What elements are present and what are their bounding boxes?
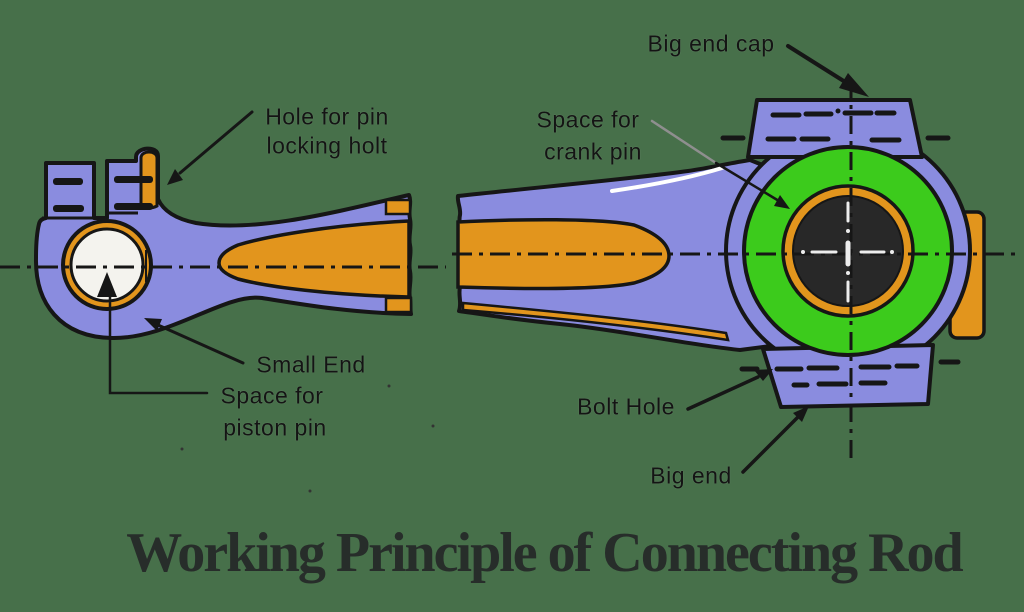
arrowhead-bolt-hole [754,369,773,381]
bottom-bolt-dashes [739,359,961,388]
cap-dot [835,108,841,114]
cap-bolt-dashes [720,110,951,143]
piston-pin-bore [69,227,145,303]
leader-piston-pin [108,284,209,395]
page-title: Working Principle of Connecting Rod [126,522,963,584]
label-hole-pin-line2: locking holt [266,132,388,159]
label-space-crank-line2: crank pin [544,138,642,165]
arrow-big-end-cap [786,44,852,87]
leader-crank-pin [714,161,781,203]
label-small-end: Small End [256,351,366,378]
specks [180,384,435,493]
arrowhead-big-end [793,406,809,422]
shank-taper-right [456,217,671,291]
prong-slots [53,176,153,212]
arrow-bolt-hole [686,375,760,411]
fillet-highlight [610,166,724,193]
shank-taper-left [217,219,411,299]
annotations [97,44,869,493]
break-band-top [384,198,412,216]
break-band-bottom [384,296,413,314]
leader-crank-pin-gray [650,119,718,165]
arrowhead-big-end-cap [839,73,869,97]
arrowhead-piston-pin [97,272,117,297]
label-bolt-hole: Bolt Hole [577,393,675,420]
label-big-end: Big end [650,462,732,489]
prong-junction-lines [42,211,138,220]
label-space-piston-line2: piston pin [223,414,327,441]
arrowhead-small-end [144,318,162,331]
label-big-end-cap: Big end cap [647,30,775,57]
arrowhead-crank-pin [774,195,790,209]
arrow-big-end [741,413,802,474]
small-end-view [0,146,446,341]
label-hole-pin-line1: Hole for pin [265,103,389,130]
big-end-view [452,80,1016,460]
label-space-piston-line1: Space for [220,382,324,409]
crank-crosshair [801,201,894,303]
arrowhead-hole-pin [167,169,183,185]
label-space-crank-line1: Space for [536,106,640,133]
arrow-hole-pin [178,110,254,175]
arrow-small-end [156,323,245,365]
shank-bottom-strip [461,301,730,342]
